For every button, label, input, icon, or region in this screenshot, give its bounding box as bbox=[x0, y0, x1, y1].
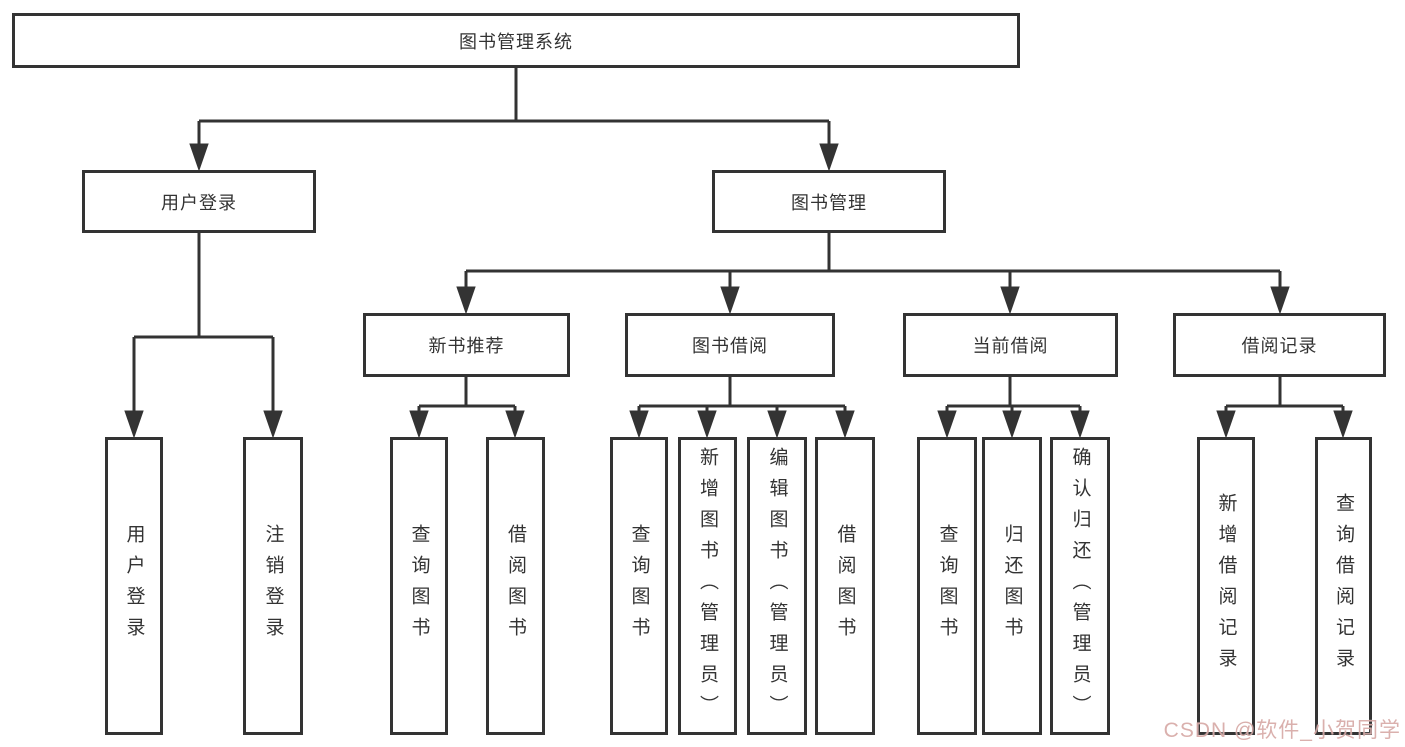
leaf-query-borrow-record-label: 查询借阅记录 bbox=[1333, 493, 1354, 679]
node-book-management-label: 图书管理 bbox=[791, 192, 867, 213]
leaf-query-books-current: 查询图书 bbox=[917, 437, 977, 735]
node-root-label: 图书管理系统 bbox=[459, 31, 573, 52]
leaf-add-borrow-record: 新增借阅记录 bbox=[1197, 437, 1255, 735]
node-root: 图书管理系统 bbox=[12, 13, 1020, 68]
leaf-borrow-books-label: 借阅图书 bbox=[834, 524, 856, 648]
leaf-borrow-books-recommend-label: 借阅图书 bbox=[505, 524, 526, 648]
leaf-borrow-books-recommend: 借阅图书 bbox=[486, 437, 545, 735]
leaf-edit-book-admin-label: 编辑图书（管理员） bbox=[766, 446, 788, 726]
leaf-add-book-admin-label: 新增图书（管理员） bbox=[697, 446, 718, 726]
node-book-borrowing: 图书借阅 bbox=[625, 313, 835, 377]
leaf-return-book: 归还图书 bbox=[982, 437, 1042, 735]
node-borrow-records: 借阅记录 bbox=[1173, 313, 1386, 377]
leaf-user-login: 用户登录 bbox=[105, 437, 163, 735]
leaf-logout: 注销登录 bbox=[243, 437, 303, 735]
node-current-borrowing: 当前借阅 bbox=[903, 313, 1118, 377]
leaf-query-books-borrowing: 查询图书 bbox=[610, 437, 668, 735]
leaf-query-books-recommend-label: 查询图书 bbox=[408, 524, 430, 648]
node-user-login: 用户登录 bbox=[82, 170, 316, 233]
node-user-login-label: 用户登录 bbox=[161, 192, 237, 213]
leaf-edit-book-admin: 编辑图书（管理员） bbox=[747, 437, 807, 735]
leaf-query-books-borrowing-label: 查询图书 bbox=[628, 524, 650, 648]
node-current-borrowing-label: 当前借阅 bbox=[972, 336, 1049, 356]
leaf-add-book-admin: 新增图书（管理员） bbox=[678, 437, 737, 735]
node-borrow-records-label: 借阅记录 bbox=[1241, 336, 1318, 356]
leaf-confirm-return-admin: 确认归还（管理员） bbox=[1050, 437, 1110, 735]
leaf-query-books-recommend: 查询图书 bbox=[390, 437, 448, 735]
leaf-return-book-label: 归还图书 bbox=[1001, 524, 1023, 648]
leaf-add-borrow-record-label: 新增借阅记录 bbox=[1215, 493, 1237, 679]
csdn-watermark: CSDN @软件_小贺同学 bbox=[1163, 719, 1401, 742]
leaf-query-borrow-record: 查询借阅记录 bbox=[1315, 437, 1372, 735]
leaf-confirm-return-admin-label: 确认归还（管理员） bbox=[1069, 446, 1091, 726]
leaf-borrow-books: 借阅图书 bbox=[815, 437, 875, 735]
node-new-book-recommendation: 新书推荐 bbox=[363, 313, 570, 377]
node-new-book-recommendation-label: 新书推荐 bbox=[428, 336, 505, 356]
node-book-management: 图书管理 bbox=[712, 170, 946, 233]
leaf-logout-label: 注销登录 bbox=[262, 524, 284, 648]
node-book-borrowing-label: 图书借阅 bbox=[692, 336, 768, 356]
leaf-query-books-current-label: 查询图书 bbox=[936, 524, 958, 648]
leaf-user-login-label: 用户登录 bbox=[123, 524, 145, 648]
